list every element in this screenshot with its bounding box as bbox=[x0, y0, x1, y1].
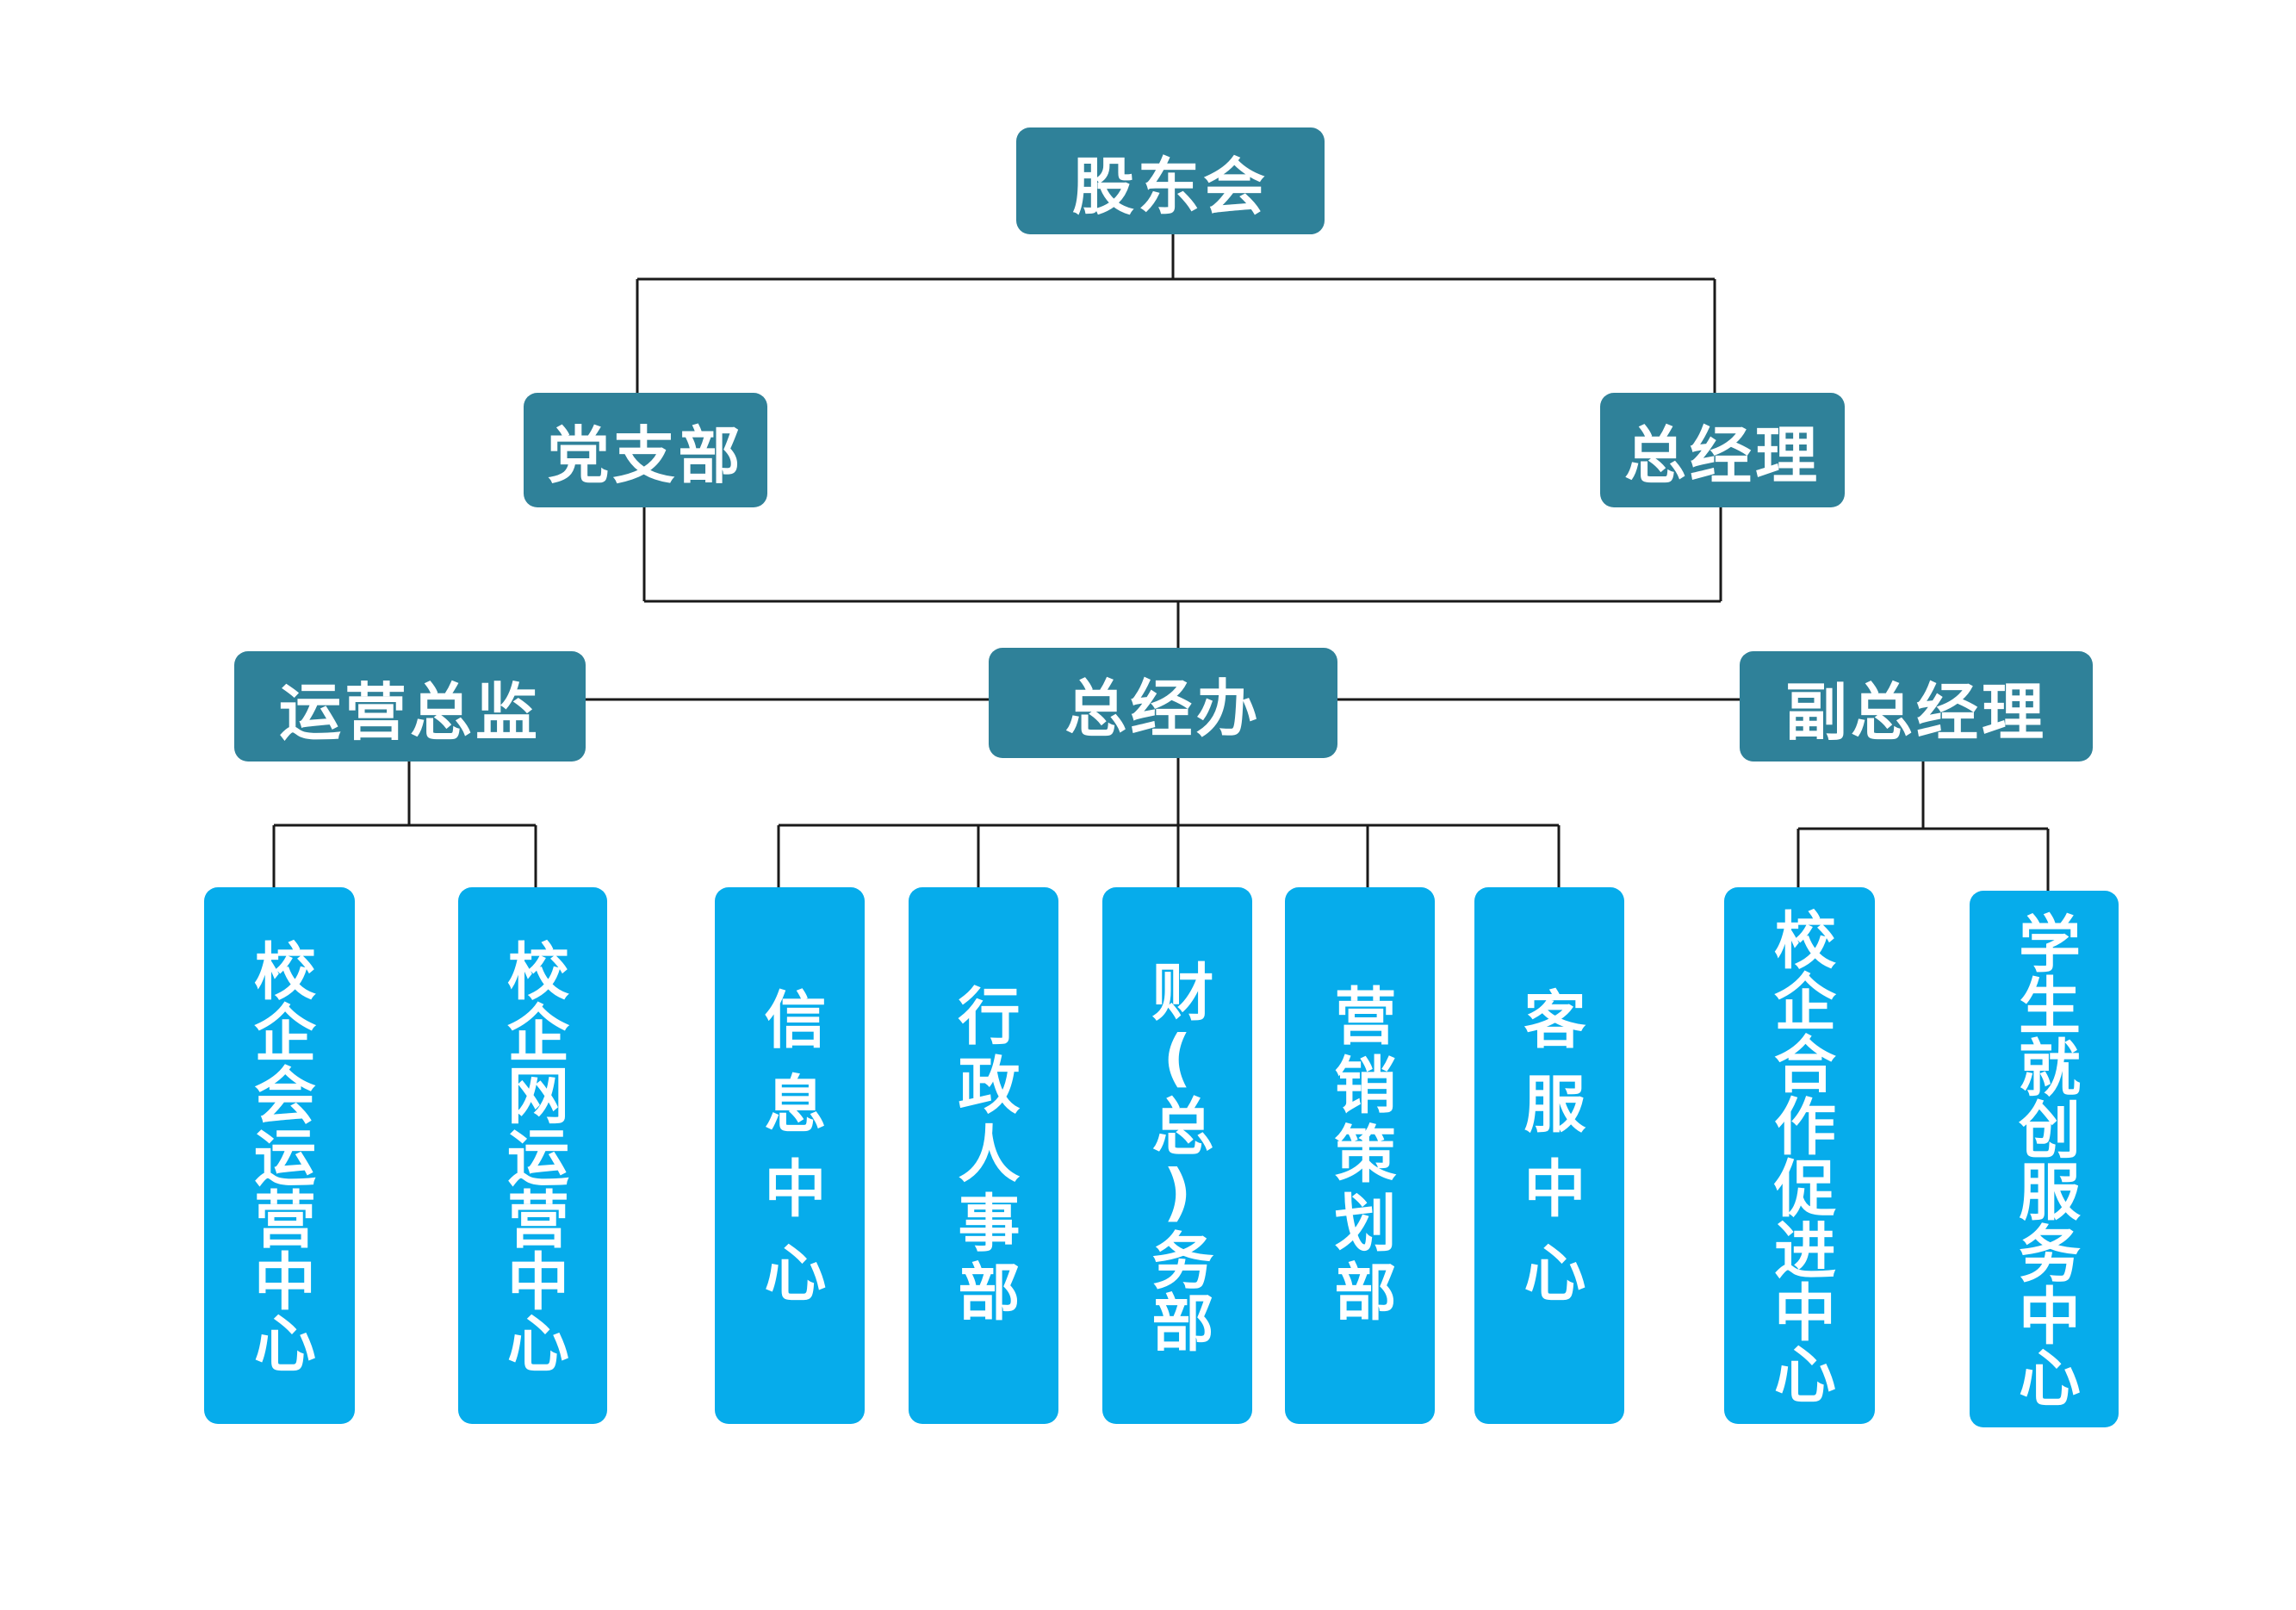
dept-student-employment-service-center: 学生就创服务中心 bbox=[1970, 891, 2119, 1427]
node-party-branch: 党支部 bbox=[524, 393, 767, 507]
dept-information-center: 信息中心 bbox=[715, 887, 865, 1424]
dept-school-enterprise-cooperation-center: 校企合作促进中心 bbox=[1724, 887, 1875, 1424]
node-gm-office: 总经办 bbox=[989, 648, 1337, 758]
node-operations-director: 运营总监 bbox=[234, 651, 586, 761]
dept-admin-hr: 行政人事部 bbox=[909, 887, 1058, 1424]
node-shareholders-meeting: 股东会 bbox=[1016, 127, 1325, 234]
dept-campus-enterprise-conference-ops-center: 校企会运营中心 bbox=[204, 887, 355, 1424]
dept-customer-service-center: 客服中心 bbox=[1474, 887, 1624, 1424]
dept-marketing-planning: 营销策划部 bbox=[1285, 887, 1435, 1424]
node-deputy-general-manager: 副总经理 bbox=[1740, 651, 2093, 761]
dept-finance: 财(总)务部 bbox=[1102, 887, 1252, 1424]
node-general-manager: 总经理 bbox=[1600, 393, 1845, 507]
dept-campus-enterprise-network-ops-center: 校企网运营中心 bbox=[458, 887, 607, 1424]
